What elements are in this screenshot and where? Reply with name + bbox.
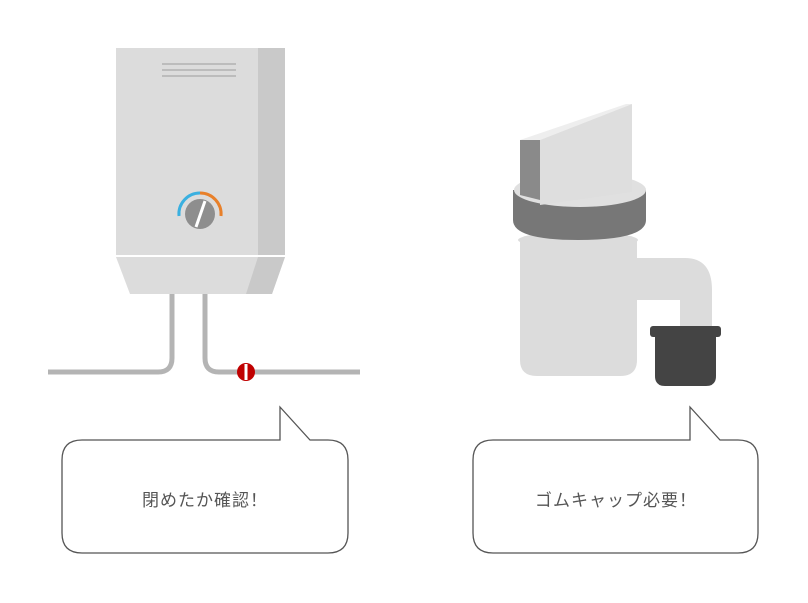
vent-lines — [162, 63, 236, 77]
caption-rubber-cap-required: ゴムキャップ必要！ — [535, 491, 697, 511]
caption-check-closed: 閉めたか確認！ — [142, 491, 268, 511]
temperature-knob-icon — [177, 191, 223, 229]
valve-icon — [237, 363, 255, 381]
speech-bubble-left — [61, 405, 349, 554]
drain-trap — [513, 104, 721, 386]
rubber-cap — [650, 326, 721, 386]
pipes — [48, 294, 360, 375]
speech-bubble-right — [472, 405, 759, 554]
water-heater — [48, 48, 360, 381]
